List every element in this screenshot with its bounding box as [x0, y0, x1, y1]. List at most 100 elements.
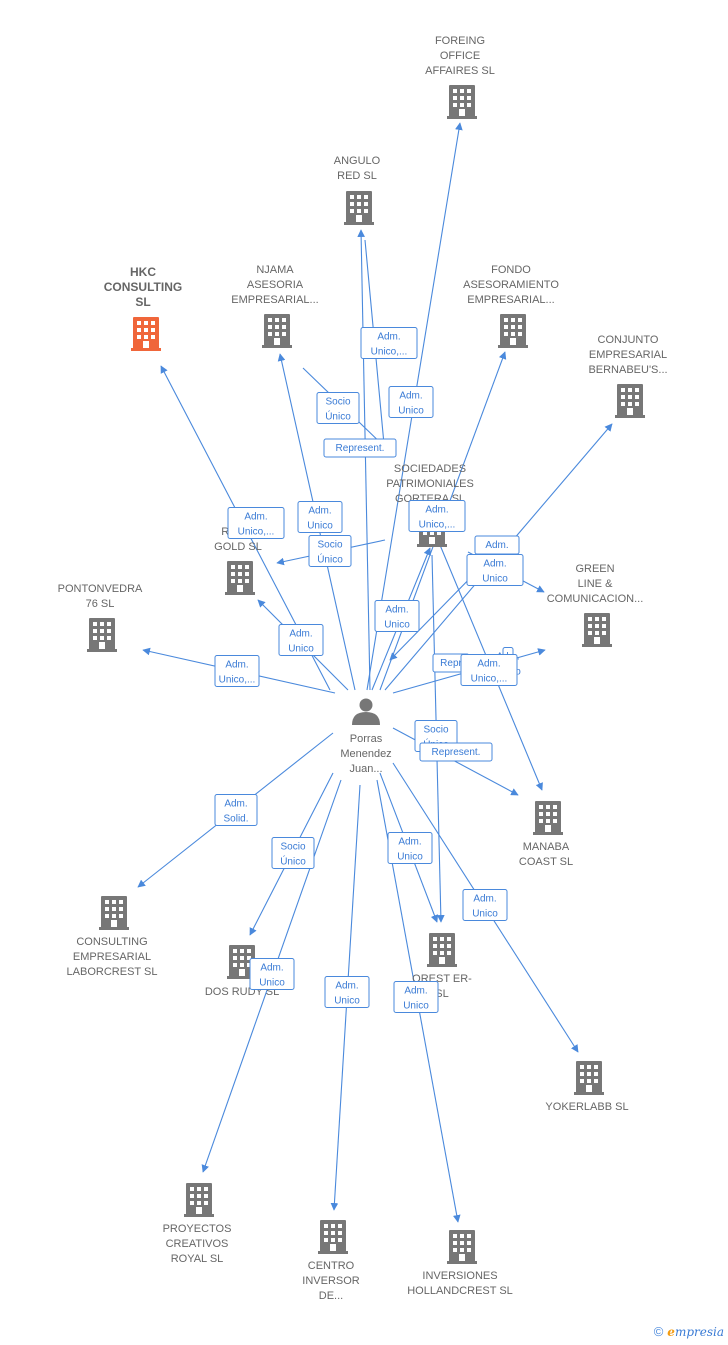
edge-line: [357, 229, 371, 691]
relation-text-line: Socio: [317, 540, 342, 551]
relation-label[interactable]: Represent.: [323, 438, 397, 458]
company-node-angulo[interactable]: ANGULO RED SL: [334, 155, 381, 225]
company-name-line: LABORCREST SL: [67, 966, 158, 978]
relation-label[interactable]: Adm. Unico: [466, 554, 524, 586]
building-icon: [99, 896, 129, 930]
company-name-line: 76 SL: [86, 598, 115, 610]
relation-text-line: Adm.: [473, 894, 496, 905]
relation-text-line: Adm.: [289, 629, 312, 640]
relation-label[interactable]: Adm.Solid.: [214, 794, 258, 826]
relation-text-line: Unico: [482, 574, 508, 585]
company-name-line: INVERSOR: [302, 1275, 360, 1287]
brand-logo-text: mpresia: [674, 1325, 724, 1339]
relations-layer: Adm.Unico,...Adm.UnicoSocioÚnicoRepresen…: [214, 327, 524, 1013]
relation-label[interactable]: Adm.Unico: [462, 889, 508, 921]
relation-text-line: Adm.: [385, 605, 408, 616]
company-name-line: EMPRESARIAL...: [231, 294, 318, 306]
company-name-line: SOCIEDADES: [394, 463, 466, 475]
company-node-conjunto[interactable]: CONJUNTOEMPRESARIALBERNABEU'S...: [588, 334, 668, 418]
relation-text-line: Unico: [403, 1001, 429, 1012]
relation-text-line: Adm.: [244, 512, 267, 523]
company-name-line: ROYAL SL: [171, 1253, 224, 1265]
company-name-line: ANGULO: [334, 155, 381, 167]
relation-text-line: Unico: [334, 996, 360, 1007]
company-node-centro[interactable]: CENTROINVERSORDE...: [302, 1220, 360, 1302]
company-node-pontonvedra[interactable]: PONTONVEDRA 76 SL: [58, 583, 143, 652]
relation-text-line: Represent.: [432, 747, 481, 758]
company-name-line: MANABA: [523, 841, 570, 853]
company-node-fondo[interactable]: FONDOASESORAMIENTOEMPRESARIAL...: [463, 264, 559, 348]
person-name-line: Porras: [350, 733, 383, 745]
company-name-line: PONTONVEDRA: [58, 583, 143, 595]
relation-label[interactable]: Adm.Unico: [297, 501, 343, 533]
relation-label[interactable]: Adm. Unico: [324, 976, 370, 1008]
relation-text-line: Unico: [398, 406, 424, 417]
company-name-line: CENTRO: [308, 1260, 355, 1272]
relation-text-line: Adm.: [483, 559, 506, 570]
relation-label[interactable]: Adm. Unico: [374, 600, 420, 632]
company-name-line: CREATIVOS: [166, 1238, 229, 1250]
relation-label[interactable]: Adm.Unico,...: [214, 655, 260, 687]
relation-text-line: Socio: [423, 725, 448, 736]
company-name-line: COAST SL: [519, 856, 573, 868]
person-name-line: Juan...: [349, 763, 382, 775]
building-icon: [184, 1183, 214, 1217]
relation-text-line: Adm.: [225, 660, 248, 671]
relation-text-line: Adm.: [335, 981, 358, 992]
company-name-line: YOKERLABB SL: [545, 1101, 628, 1113]
building-icon: [498, 314, 528, 348]
company-name-line: EMPRESARIAL: [589, 349, 667, 361]
relation-label[interactable]: Adm.Unico,...: [360, 327, 418, 359]
relation-label[interactable]: Adm.: [474, 535, 520, 555]
building-icon: [344, 191, 374, 225]
relation-text-line: Único: [317, 553, 343, 566]
relation-text-line: Socio: [325, 397, 350, 408]
company-name-line: NJAMA: [256, 264, 294, 276]
relation-label[interactable]: Adm.Unico,...: [408, 500, 466, 532]
person-node[interactable]: PorrasMenendezJuan...: [340, 698, 392, 776]
company-node-yokerlabb[interactable]: YOKERLABB SL: [545, 1061, 629, 1113]
brand-footer[interactable]: ©empresia: [654, 1324, 724, 1339]
relation-text-line: Unico: [384, 620, 410, 631]
relation-label[interactable]: Adm.Unico,...: [460, 654, 518, 686]
company-name-line: PROYECTOS: [163, 1223, 232, 1235]
relation-label[interactable]: Adm.Unico: [388, 386, 434, 418]
relation-text-line: Socio: [280, 842, 305, 853]
company-node-njama[interactable]: NJAMAASESORIAEMPRESARIAL...: [231, 264, 319, 348]
building-icon: [447, 85, 477, 119]
company-node-proyectos[interactable]: PROYECTOS CREATIVOS ROYAL SL: [163, 1183, 232, 1265]
building-icon: [262, 314, 292, 348]
relation-text-line: Adm.: [485, 540, 508, 551]
relation-text-line: Adm.: [425, 505, 448, 516]
relation-text-line: Unico: [259, 978, 285, 989]
company-name-line: RED SL: [337, 170, 377, 182]
relation-label[interactable]: Adm.Unico: [387, 832, 433, 864]
building-icon: [533, 801, 563, 835]
company-name-line: INVERSIONES: [422, 1270, 497, 1282]
relation-label[interactable]: Represent.: [419, 742, 493, 762]
relation-text-line: Repr: [440, 658, 462, 669]
building-icon: [615, 384, 645, 418]
relation-label[interactable]: Adm.Unico: [249, 958, 295, 990]
company-node-manaba[interactable]: MANABA COAST SL: [519, 801, 573, 868]
company-name-line: LINE &: [578, 578, 614, 590]
relation-text-line: Adm.: [404, 986, 427, 997]
relation-text-line: Adm.: [477, 659, 500, 670]
relation-text-line: Unico,...: [371, 347, 408, 358]
building-icon: [447, 1230, 477, 1264]
relation-label[interactable]: Adm.Unico,...: [227, 507, 285, 539]
relation-label[interactable]: Adm. Unico: [278, 624, 324, 656]
relation-text-line: Solid.: [223, 814, 248, 825]
relation-text-line: Unico: [288, 644, 314, 655]
relation-label[interactable]: Adm. Unico: [393, 981, 439, 1013]
